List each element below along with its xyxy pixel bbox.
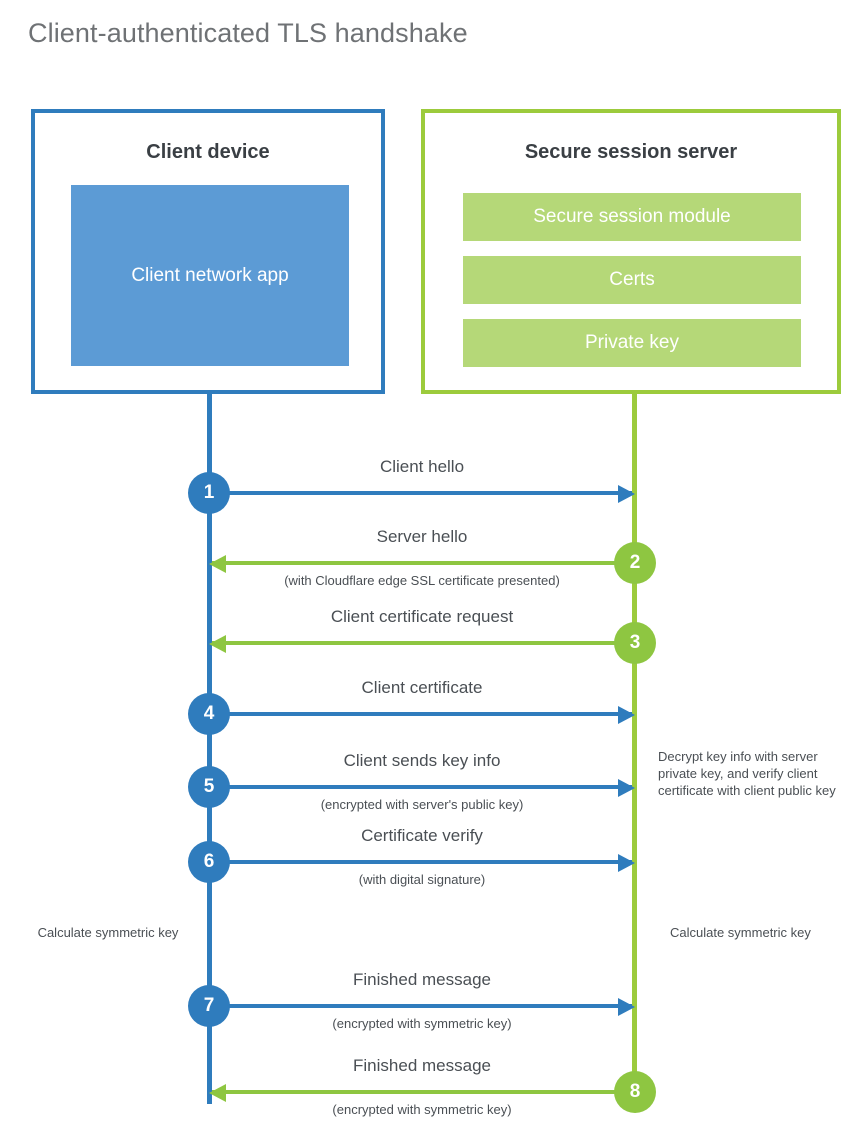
- message-arrow-line-6: [210, 860, 632, 864]
- message-label-2: Server hello: [376, 527, 468, 546]
- arrow-right-icon: [618, 998, 635, 1016]
- annotation-decrypt-key-info: Decrypt key info with server private key…: [658, 749, 836, 798]
- server-component-secure-session-module: Secure session module: [463, 193, 801, 241]
- step-badge-5[interactable]: 5: [188, 766, 230, 808]
- message-label-1: Client hello: [379, 457, 465, 476]
- arrow-right-icon: [618, 485, 635, 503]
- arrow-left-icon: [209, 555, 226, 573]
- message-sublabel-8: (encrypted with symmetric key): [332, 1102, 512, 1117]
- client-lifeline: [207, 394, 212, 1104]
- step-badge-1[interactable]: 1: [188, 472, 230, 514]
- message-label-8: Finished message: [353, 1056, 491, 1075]
- message-label-7: Finished message: [353, 970, 491, 989]
- step-badge-6[interactable]: 6: [188, 841, 230, 883]
- message-arrow-line-4: [210, 712, 632, 716]
- annotation-calculate-symmetric-key-server: Calculate symmetric key: [670, 925, 811, 940]
- client-network-app-box: Client network app: [71, 185, 349, 366]
- message-arrow-line-3: [212, 641, 634, 645]
- arrow-right-icon: [618, 706, 635, 724]
- message-label-5: Client sends key info: [343, 751, 501, 770]
- step-badge-7[interactable]: 7: [188, 985, 230, 1027]
- message-arrow-line-1: [210, 491, 632, 495]
- server-component-private-key: Private key: [463, 319, 801, 367]
- arrow-left-icon: [209, 635, 226, 653]
- annotation-calculate-symmetric-key-client: Calculate symmetric key: [37, 925, 179, 940]
- step-badge-4[interactable]: 4: [188, 693, 230, 735]
- secure-session-server-title: Secure session server: [524, 141, 738, 163]
- arrow-right-icon: [618, 779, 635, 797]
- message-label-6: Certificate verify: [361, 826, 483, 845]
- message-arrow-line-5: [210, 785, 632, 789]
- message-arrow-line-7: [210, 1004, 632, 1008]
- message-label-4: Client certificate: [361, 678, 483, 697]
- message-arrow-line-8: [212, 1090, 634, 1094]
- message-sublabel-2: (with Cloudflare edge SSL certificate pr…: [284, 573, 560, 588]
- arrow-left-icon: [209, 1084, 226, 1102]
- client-device-title: Client device: [146, 141, 270, 163]
- step-badge-3[interactable]: 3: [614, 622, 656, 664]
- message-sublabel-5: (encrypted with server's public key): [320, 797, 524, 812]
- client-device-box: Client device Client network app: [31, 109, 385, 394]
- step-badge-8[interactable]: 8: [614, 1071, 656, 1113]
- arrow-right-icon: [618, 854, 635, 872]
- message-label-3: Client certificate request: [330, 607, 514, 626]
- message-sublabel-6: (with digital signature): [358, 872, 486, 887]
- step-badge-2[interactable]: 2: [614, 542, 656, 584]
- message-sublabel-7: (encrypted with symmetric key): [332, 1016, 512, 1031]
- server-component-certs: Certs: [463, 256, 801, 304]
- server-lifeline: [632, 394, 637, 1093]
- page-title: Client-authenticated TLS handshake: [28, 18, 468, 48]
- message-arrow-line-2: [212, 561, 634, 565]
- secure-session-server-box: Secure session server Secure session mod…: [421, 109, 841, 394]
